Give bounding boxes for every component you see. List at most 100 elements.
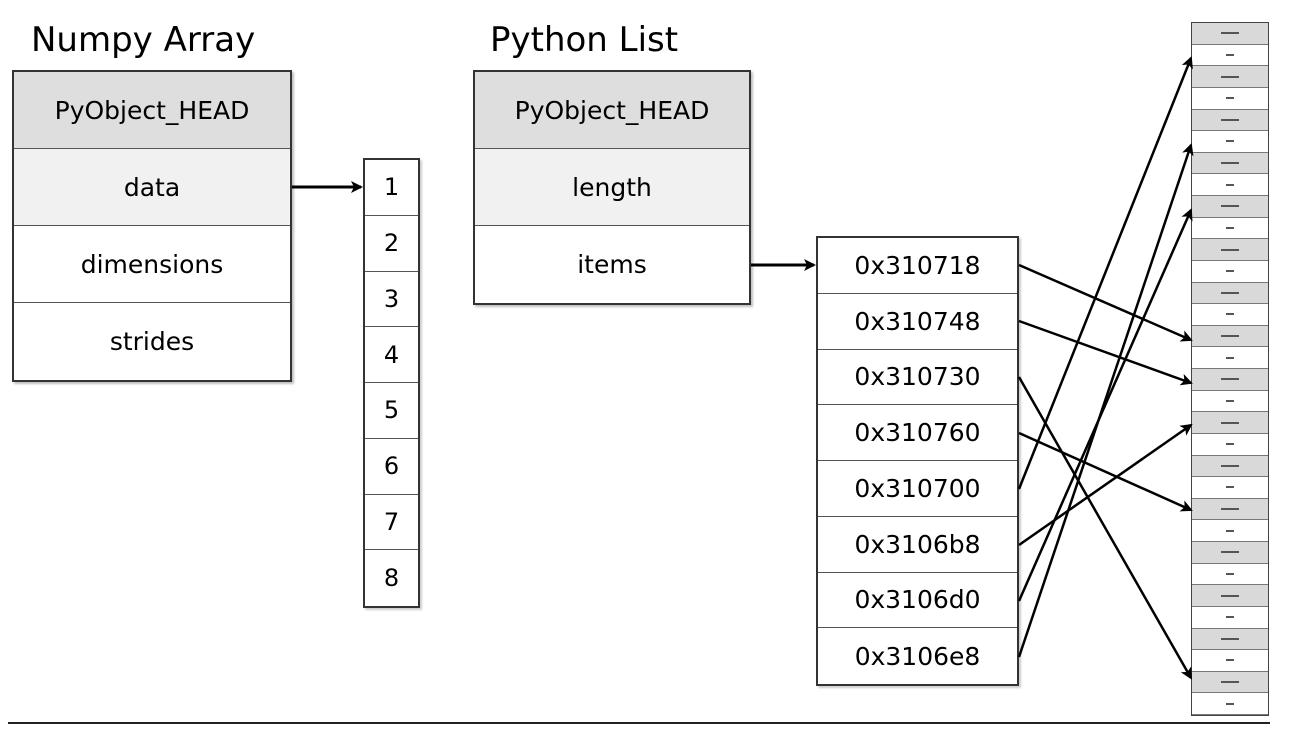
heap-object-mark [1221,508,1239,511]
heap-object [1192,628,1268,651]
reference-arrow [1018,431,1193,512]
heap-object [1192,239,1268,261]
heap-object-mark [1226,616,1234,619]
heap-object-mark [1226,702,1234,705]
data-value: 5 [365,383,418,439]
heap-object [1192,520,1268,542]
heap-object-mark [1226,140,1234,143]
heap-object [1192,542,1268,564]
heap-object [1192,196,1268,218]
heap-object [1192,261,1268,283]
pointer-address: 0x310748 [818,294,1017,350]
heap-object-mark [1226,313,1234,316]
heap-object [1192,693,1268,715]
heap-object-mark [1226,399,1234,402]
pointer-array: 0x310718 0x310748 0x310730 0x310760 0x31… [816,236,1019,686]
heap-object [1192,109,1268,132]
heap-object [1192,218,1268,240]
data-value: 7 [365,495,418,551]
heap-object-mark [1221,637,1239,640]
heap-object-mark [1221,378,1239,381]
heap-object [1192,564,1268,586]
heap-object-mark [1226,529,1234,532]
numpy-field-strides: strides [14,303,290,380]
list-field-pyobject-head: PyObject_HEAD [475,72,749,149]
heap-object [1192,391,1268,413]
heap-object [1192,23,1268,45]
pointer-address: 0x3106b8 [818,517,1017,573]
reference-arrow [1018,319,1193,386]
data-value: 4 [365,327,418,383]
heap-object [1192,671,1268,694]
heap-object-mark [1221,248,1239,251]
data-value: 3 [365,272,418,328]
reference-arrow [1017,143,1194,658]
pointer-address: 0x310700 [818,461,1017,517]
heap-object-mark [1226,659,1234,662]
reference-arrow [1017,376,1193,680]
heap-object [1192,650,1268,672]
reference-arrow [1017,208,1193,602]
heap-object-mark [1226,270,1234,273]
heap-object-mark [1221,291,1239,294]
heap-object [1192,585,1268,607]
heap-object [1192,304,1268,326]
heap-object-mark [1226,97,1234,100]
heap-object-mark [1226,183,1234,186]
python-list-title: Python List [490,20,679,60]
heap-object-mark [1221,75,1239,78]
data-value: 8 [383,564,400,593]
heap-object [1192,434,1268,456]
heap-object [1192,152,1268,175]
data-value: 6 [365,439,418,495]
heap-object-mark [1221,162,1239,165]
heap-object-mark [1221,464,1239,467]
list-field-length: length [475,149,749,226]
heap-object-mark [1226,443,1234,446]
heap-object-mark [1226,572,1234,575]
heap-object-mark [1221,335,1239,338]
heap-object [1192,45,1268,67]
numpy-data-buffer: 1 2 3 4 5 6 7 8 [363,158,420,608]
python-list-struct: PyObject_HEAD length items [473,70,751,305]
heap-object [1192,282,1268,305]
heap-object [1192,607,1268,629]
heap-object-mark [1226,356,1234,359]
heap-object [1192,325,1268,348]
pointer-address: 0x310730 [818,350,1017,406]
heap-object-mark [1221,551,1239,554]
heap-object [1192,347,1268,369]
list-field-items: items [475,226,749,303]
numpy-array-struct: PyObject_HEAD data dimensions strides [12,70,292,382]
heap-object [1192,88,1268,110]
heap-object-mark [1221,118,1239,121]
heap-object-mark [1221,32,1239,35]
heap-object-mark [1221,681,1239,684]
bottom-rule [8,722,1270,724]
reference-arrow [1018,263,1193,342]
numpy-field-pyobject-head: PyObject_HEAD [14,72,290,149]
heap-objects-column [1191,22,1269,716]
heap-object [1192,455,1268,478]
heap-object [1192,174,1268,196]
pointer-address: 0x3106e8 [854,641,981,671]
heap-object-mark [1226,486,1234,489]
data-value: 2 [365,216,418,272]
heap-object [1192,477,1268,499]
pointer-address: 0x3106d0 [818,573,1017,629]
heap-object-mark [1221,421,1239,424]
heap-object-mark [1221,594,1239,597]
reference-arrow [1017,56,1193,490]
heap-object [1192,412,1268,434]
heap-object-mark [1226,226,1234,229]
heap-object-mark [1226,53,1234,56]
data-value: 1 [365,160,418,216]
heap-object [1192,498,1268,521]
numpy-array-title: Numpy Array [31,20,256,60]
heap-object [1192,369,1268,391]
pointer-address: 0x310718 [818,238,1017,294]
numpy-field-dimensions: dimensions [14,226,290,303]
heap-object [1192,131,1268,153]
reference-arrow [1018,423,1193,547]
